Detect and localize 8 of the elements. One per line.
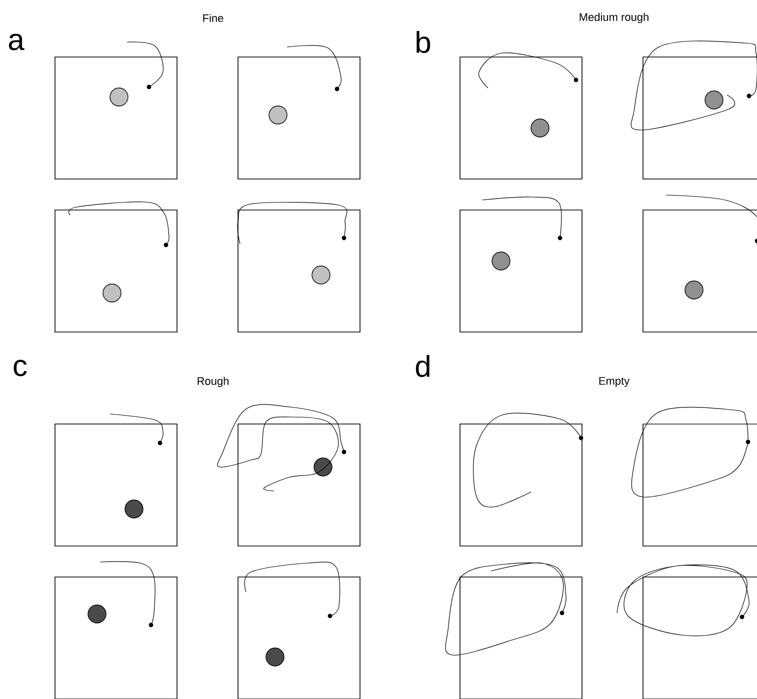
panel-title: Rough bbox=[198, 376, 228, 388]
panel-title: Fine bbox=[203, 14, 224, 22]
panel-letter: d bbox=[416, 355, 430, 378]
panel-letter: a bbox=[8, 34, 24, 50]
panel-letter: c bbox=[14, 360, 27, 376]
panel-title: Medium rough bbox=[580, 12, 648, 24]
panel-letter: b bbox=[416, 30, 430, 54]
panel-title: Empty bbox=[599, 377, 630, 387]
